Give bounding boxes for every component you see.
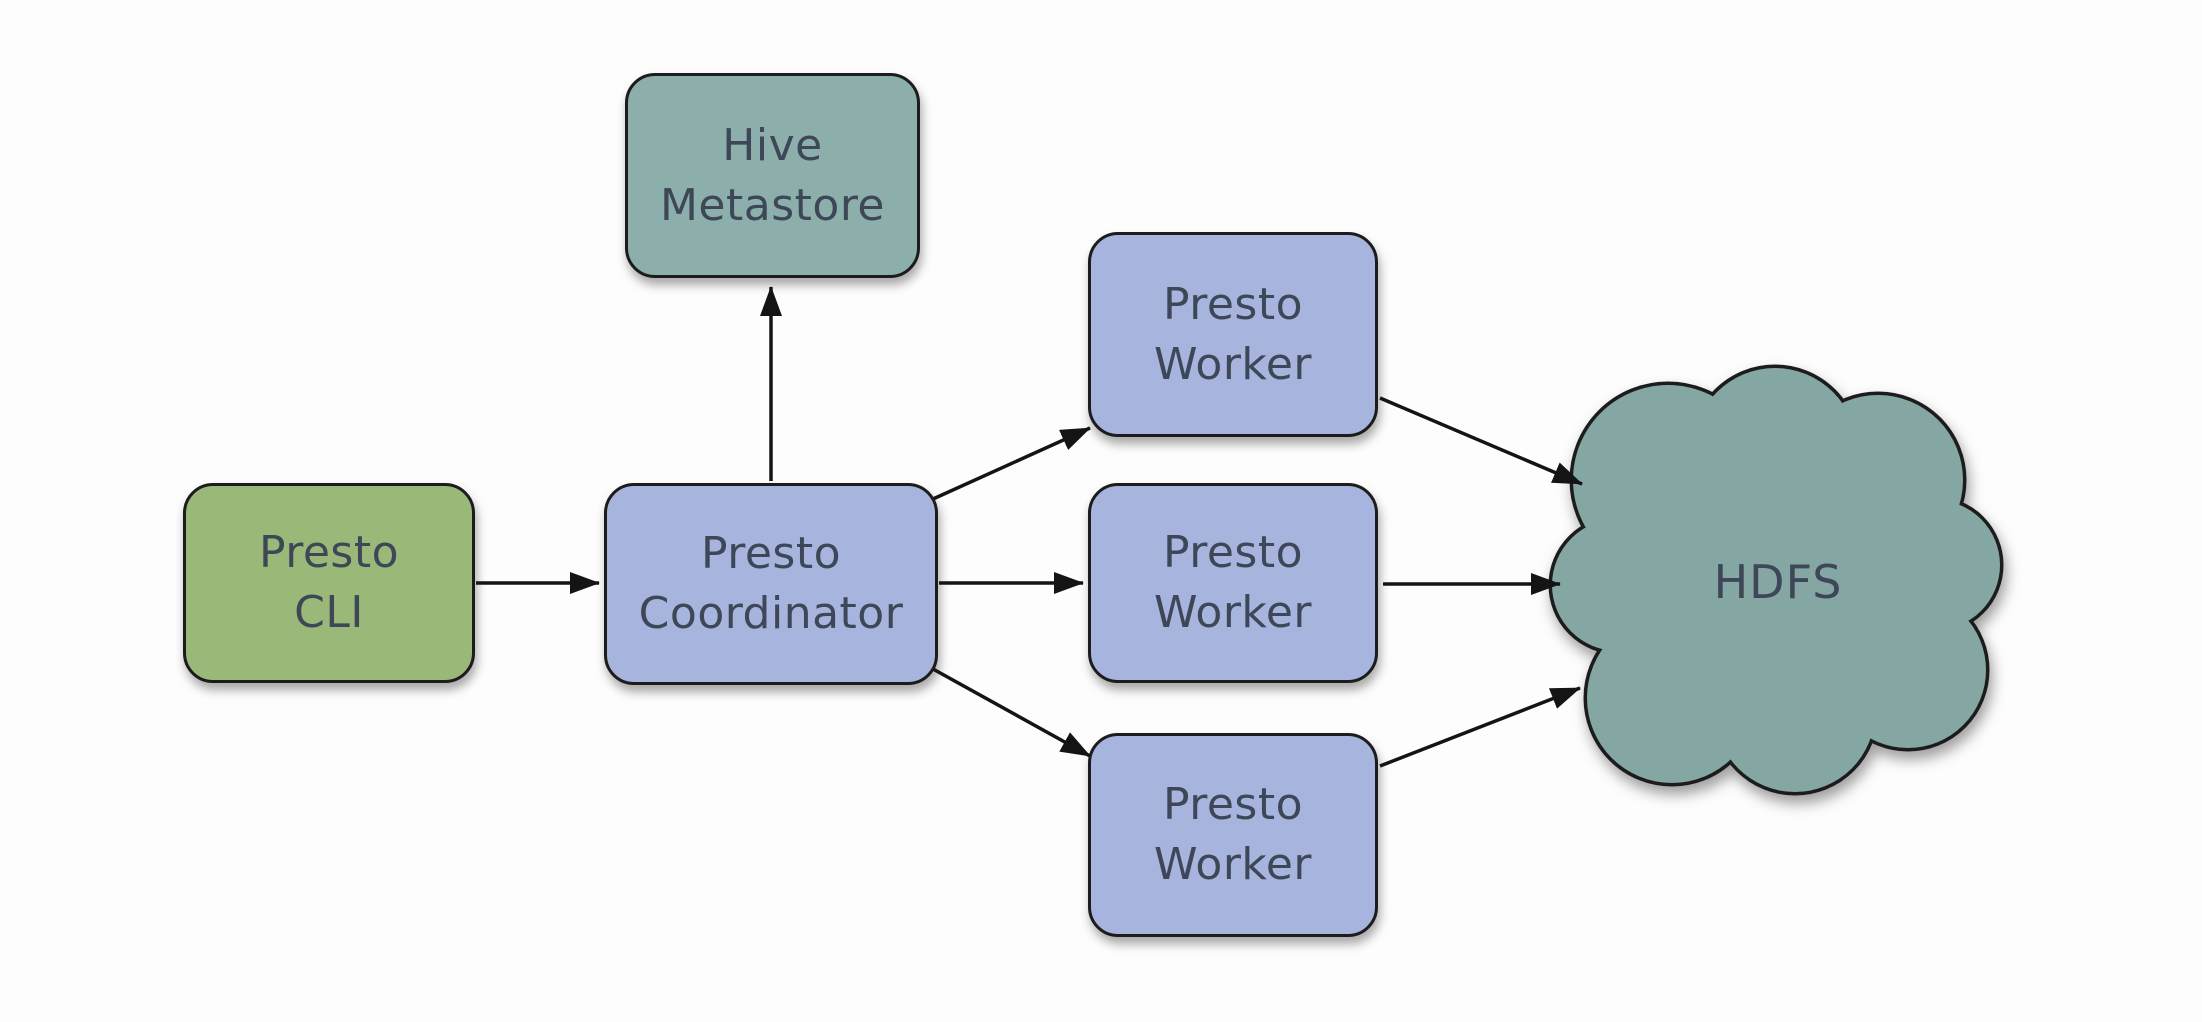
node-hive-metastore: Hive Metastore: [625, 73, 920, 278]
node-presto-worker-3: Presto Worker: [1088, 733, 1378, 937]
node-presto-cli: Presto CLI: [183, 483, 475, 683]
node-presto-coordinator: Presto Coordinator: [604, 483, 938, 685]
node-presto-worker-2-label: Presto Worker: [1153, 527, 1312, 638]
edge-worker-1-to-hdfs: [1379, 396, 1583, 486]
edge-coordinator-to-worker-1: [932, 426, 1091, 501]
node-presto-worker-3-label: Presto Worker: [1153, 779, 1312, 890]
node-hive-metastore-label: Hive Metastore: [659, 119, 886, 231]
edge-coordinator-to-worker-3: [932, 667, 1091, 758]
edge-worker-3-to-hdfs: [1379, 686, 1581, 768]
node-hdfs-label: HDFS: [1713, 555, 1843, 609]
node-presto-coordinator-label: Presto Coordinator: [638, 528, 904, 639]
node-presto-worker-1-label: Presto Worker: [1153, 278, 1312, 390]
node-presto-cli-label: Presto CLI: [258, 527, 400, 638]
node-presto-worker-2: Presto Worker: [1088, 483, 1378, 683]
node-presto-worker-1: Presto Worker: [1088, 232, 1378, 437]
